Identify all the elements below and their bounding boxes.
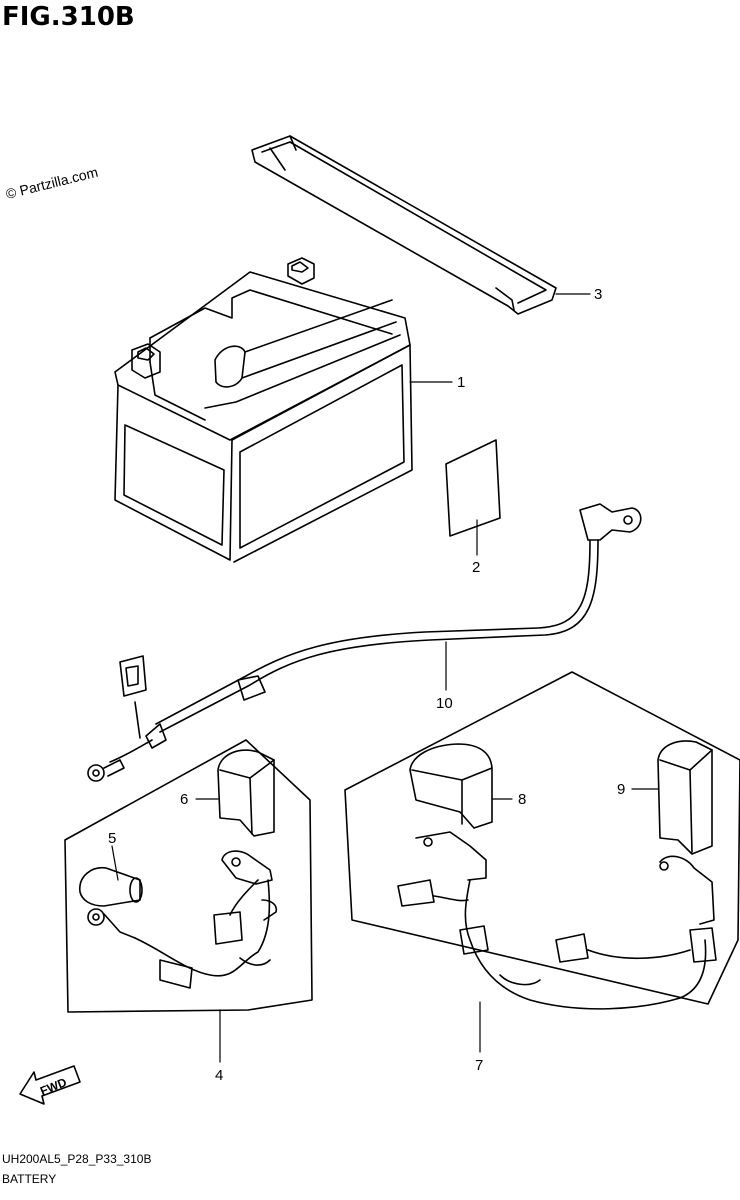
terminal-boot-5[interactable] [79, 867, 143, 907]
terminal-cap-6[interactable] [217, 749, 275, 837]
callout-8: 8 [518, 791, 526, 808]
callout-4: 4 [215, 1067, 223, 1084]
terminal-cap-9[interactable] [657, 740, 713, 855]
callout-5: 5 [108, 830, 116, 847]
cable-assembly-4[interactable] [87, 850, 278, 989]
battery-strap[interactable] [251, 135, 557, 315]
callout-leaders [111, 293, 659, 1063]
kit-box-right [344, 671, 740, 1005]
callout-7: 7 [475, 1057, 483, 1074]
harness-cable[interactable] [87, 503, 642, 782]
figure-title: FIG.310B [2, 2, 135, 32]
callout-3: 3 [594, 286, 602, 303]
callout-9: 9 [617, 781, 625, 798]
forward-direction-arrow: FWD [19, 1065, 81, 1105]
section-name: BATTERY [2, 1172, 57, 1186]
kit-box-left [64, 739, 313, 1013]
callout-2: 2 [472, 559, 480, 576]
battery[interactable] [114, 257, 413, 563]
callout-6: 6 [180, 791, 188, 808]
battery-label[interactable] [445, 439, 501, 537]
callout-1: 1 [457, 374, 465, 391]
drawing-code: UH200AL5_P28_P33_310B [2, 1152, 152, 1166]
cable-assembly-7[interactable] [397, 831, 717, 1010]
terminal-cap-8[interactable] [409, 743, 493, 829]
callout-10: 10 [436, 695, 453, 712]
